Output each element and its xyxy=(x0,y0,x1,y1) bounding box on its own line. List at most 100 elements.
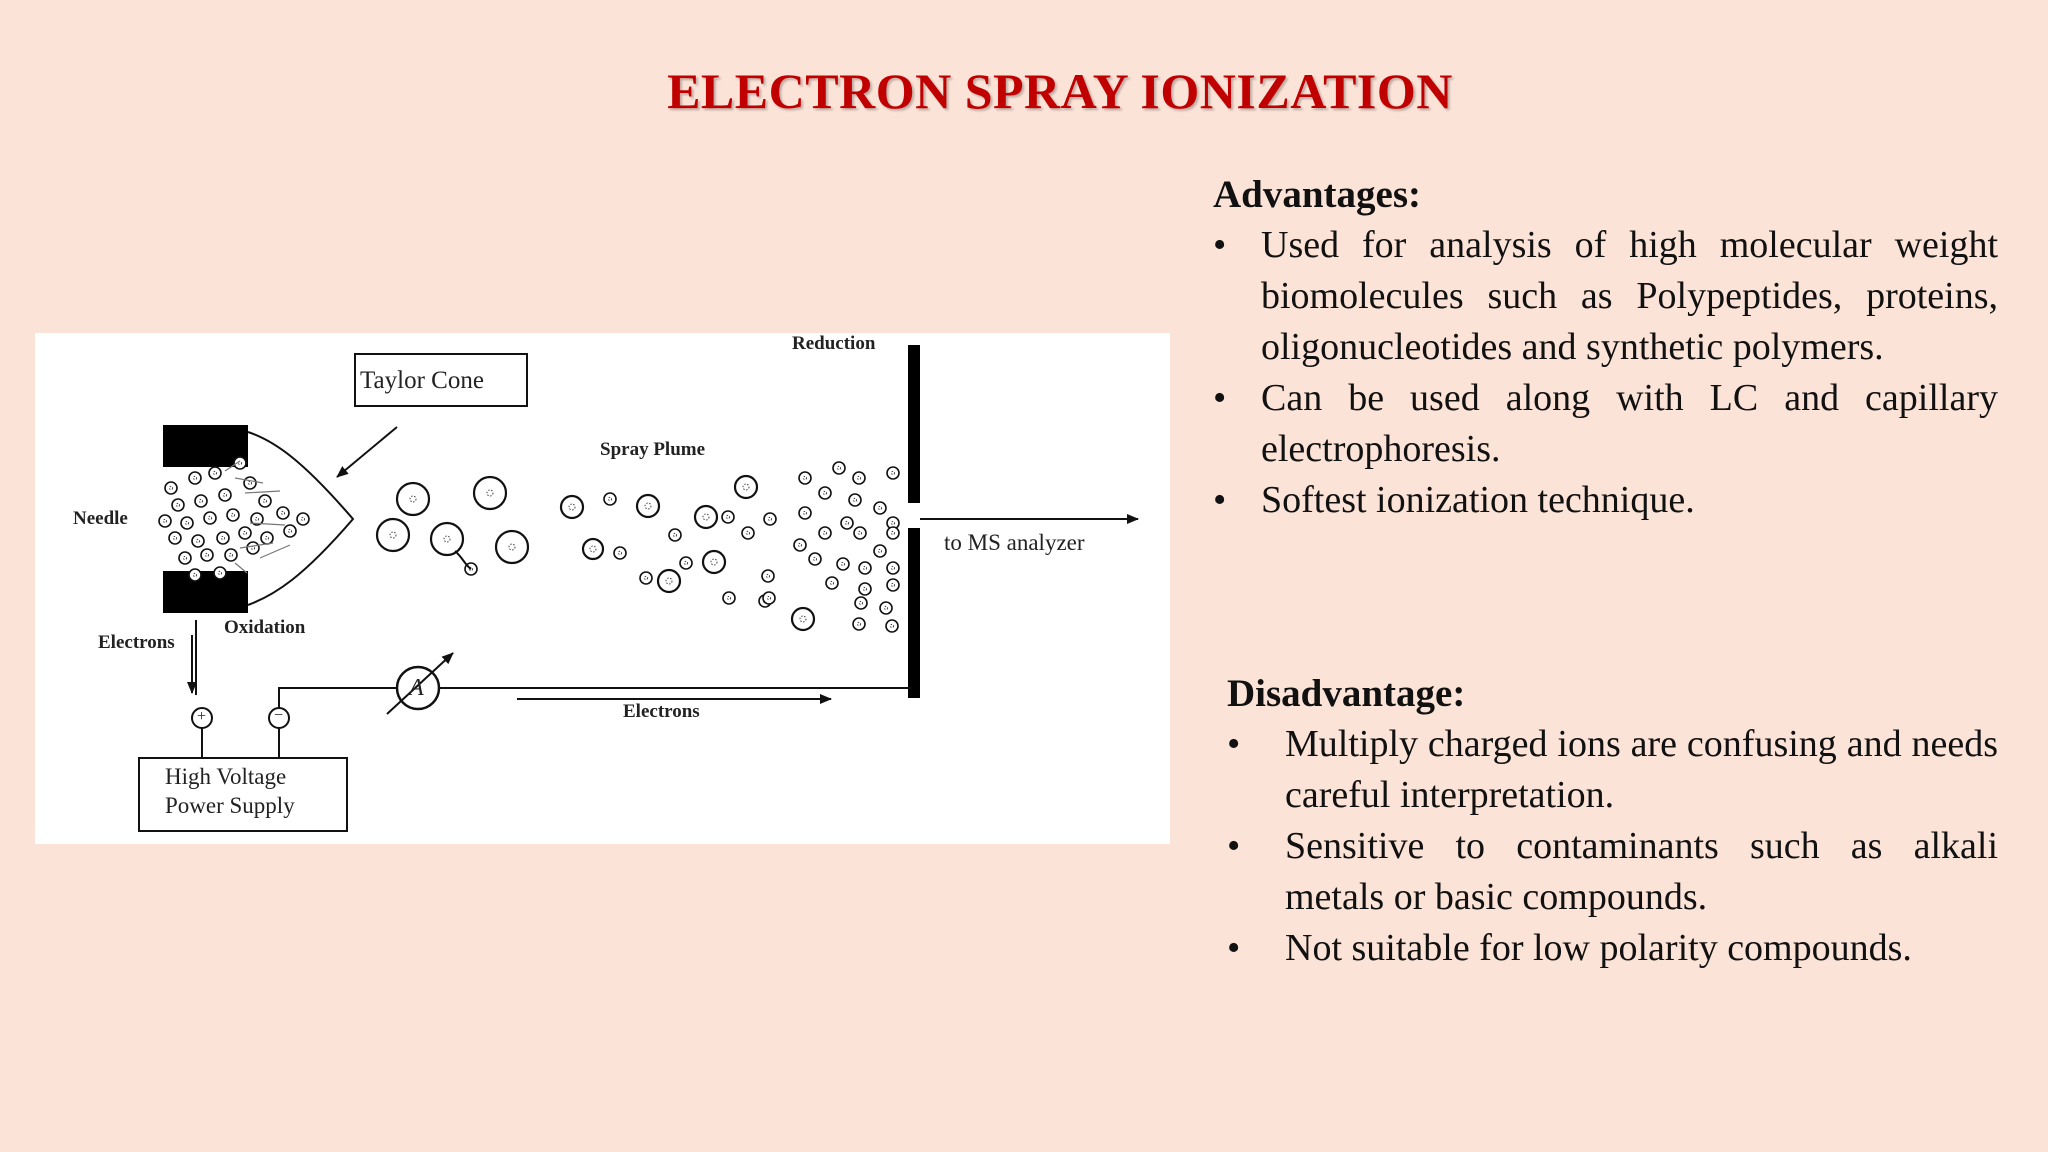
ion-droplet xyxy=(873,501,887,515)
ion-droplet xyxy=(494,529,530,565)
ion-droplet xyxy=(194,494,208,508)
ion-charge-dot xyxy=(862,586,868,592)
ion-droplet xyxy=(213,566,227,580)
minus-sign: − xyxy=(274,707,284,724)
ion-droplet xyxy=(243,476,257,490)
ion-droplet xyxy=(886,466,900,480)
ion-droplet xyxy=(581,537,605,561)
ion-charge-dot xyxy=(607,496,613,502)
ion-charge-dot xyxy=(890,470,896,476)
ion-charge-dot xyxy=(883,605,889,611)
ion-droplet xyxy=(603,492,617,506)
ion-droplet xyxy=(250,512,264,526)
ion-charge-dot xyxy=(767,516,773,522)
ion-droplet xyxy=(762,591,776,605)
ion-droplet xyxy=(679,556,693,570)
ion-charge-dot xyxy=(254,516,260,522)
disadvantage-item: Multiply charged ions are confusing and … xyxy=(1227,719,1998,821)
ion-droplet xyxy=(879,601,893,615)
ion-droplet xyxy=(188,471,202,485)
oxidation-label: Oxidation xyxy=(224,617,306,638)
ion-charge-dot xyxy=(222,492,228,498)
ammeter-needle-arrow xyxy=(386,652,454,715)
ion-charge-dot xyxy=(766,595,772,601)
ion-charge-dot xyxy=(745,530,751,536)
ion-charge-dot xyxy=(486,489,494,497)
ion-charge-dot xyxy=(217,570,223,576)
ion-charge-dot xyxy=(672,532,678,538)
disadvantages-section: Disadvantage: Multiply charged ions are … xyxy=(1227,668,1998,974)
ion-charge-dot xyxy=(858,600,864,606)
ion-droplet xyxy=(798,506,812,520)
ion-droplet xyxy=(836,557,850,571)
ion-charge-dot xyxy=(198,498,204,504)
ion-droplet xyxy=(246,541,260,555)
ion-droplet xyxy=(853,526,867,540)
ion-droplet xyxy=(158,514,172,528)
field-arrow xyxy=(224,460,241,472)
advantages-list: Used for analysis of high molecular weig… xyxy=(1213,220,1998,526)
ion-droplets xyxy=(158,456,900,633)
ion-droplet xyxy=(818,486,832,500)
ion-droplet xyxy=(224,548,238,562)
ion-charge-dot xyxy=(857,530,863,536)
plus-terminal xyxy=(191,707,213,729)
ion-droplet xyxy=(825,576,839,590)
power-supply-label-1: High Voltage xyxy=(165,764,287,789)
ion-droplet xyxy=(873,544,887,558)
plus-sign: + xyxy=(197,708,207,725)
ion-charge-dot xyxy=(643,575,649,581)
ion-droplet xyxy=(886,578,900,592)
ion-charge-dot xyxy=(877,505,883,511)
ion-charge-dot xyxy=(856,621,862,627)
ion-charge-dot xyxy=(168,485,174,491)
ion-droplet xyxy=(793,538,807,552)
ion-droplet xyxy=(296,512,310,526)
ion-droplet xyxy=(733,474,759,500)
ion-droplet xyxy=(639,571,653,585)
ion-charge-dot xyxy=(443,535,451,543)
to-ms-label: to MS analyzer xyxy=(944,530,1085,555)
spray-plume-label: Spray Plume xyxy=(600,439,706,460)
ion-droplet xyxy=(808,552,822,566)
ion-charge-dot xyxy=(162,518,168,524)
ion-charge-dot xyxy=(409,495,417,503)
ion-droplet xyxy=(191,534,205,548)
droplet-tail xyxy=(454,550,472,570)
ion-charge-dot xyxy=(389,531,397,539)
ion-charge-dot xyxy=(242,530,248,536)
ion-charge-dot xyxy=(836,465,842,471)
ion-charge-dot xyxy=(877,548,883,554)
ion-droplet xyxy=(886,561,900,575)
ion-droplet xyxy=(693,504,719,530)
ion-droplet xyxy=(858,561,872,575)
ion-charge-dot xyxy=(856,475,862,481)
ion-droplet xyxy=(721,510,735,524)
ion-droplet xyxy=(216,531,230,545)
advantage-item: Can be used along with LC and capillary … xyxy=(1213,373,1998,475)
ion-droplet xyxy=(559,494,585,520)
ion-charge-dot xyxy=(644,502,652,510)
ion-charge-dot xyxy=(665,577,673,585)
ion-droplet xyxy=(854,596,868,610)
disadvantages-list: Multiply charged ions are confusing and … xyxy=(1227,719,1998,974)
ion-charge-dot xyxy=(702,513,710,521)
ion-droplet xyxy=(798,471,812,485)
ion-droplet xyxy=(375,517,411,553)
ion-droplet xyxy=(852,617,866,631)
ion-charge-dot xyxy=(822,530,828,536)
ion-charge-dot xyxy=(184,520,190,526)
ion-droplet xyxy=(276,506,290,520)
ion-charge-dot xyxy=(726,595,732,601)
power-supply-label-2: Power Supply xyxy=(165,793,295,818)
ion-droplet xyxy=(858,582,872,596)
ion-droplet xyxy=(188,568,202,582)
ion-charge-dot xyxy=(182,555,188,561)
advantage-item: Softest ionization technique. xyxy=(1213,475,1998,526)
needle-top-block xyxy=(163,425,248,467)
field-arrow xyxy=(239,542,274,549)
ion-charge-dot xyxy=(175,502,181,508)
cone-field-arrows xyxy=(224,460,291,574)
ion-droplet xyxy=(200,548,214,562)
ammeter-label: A xyxy=(409,675,424,701)
